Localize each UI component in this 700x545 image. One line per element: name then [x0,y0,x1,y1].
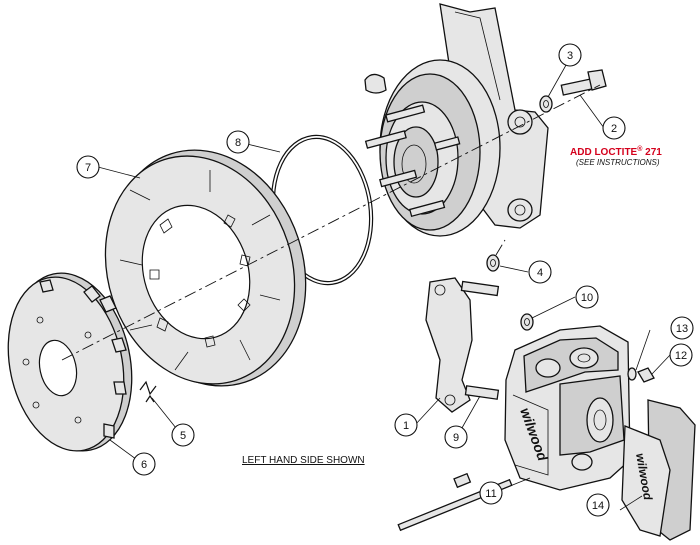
callout-4: 4 [528,260,552,284]
leader-lines [97,57,671,511]
svg-text:1: 1 [403,420,409,432]
callout-8: 8 [226,130,250,154]
svg-text:13: 13 [676,323,688,335]
svg-text:12: 12 [675,350,687,362]
pad-pin-nut [627,367,655,383]
callout-9: 9 [444,425,468,449]
callout-11: 11 [479,481,503,505]
note-sub: (SEE INSTRUCTIONS) [576,158,660,167]
svg-text:5: 5 [180,430,186,442]
shim-upper [486,254,500,272]
shim-lower [520,313,534,331]
callout-2: 2 [602,116,626,140]
callout-3: 3 [558,43,582,67]
svg-text:2: 2 [611,123,617,135]
bracket-bolt-upper [460,280,500,297]
callout-5: 5 [171,423,195,447]
brake-pads: wilwood [621,399,696,541]
svg-text:9: 9 [453,432,459,444]
rotor-hat [7,272,133,452]
callout-13: 13 [670,316,694,340]
svg-text:ADD LOCTITE® 271: ADD LOCTITE® 271 [570,145,662,158]
rotor [104,149,307,387]
svg-text:3: 3 [567,50,573,62]
retaining-clip [139,380,157,403]
svg-text:10: 10 [581,292,593,304]
caliper-bolt [560,69,607,96]
loctite-note: ADD LOCTITE® 271 (SEE INSTRUCTIONS) [570,145,662,167]
svg-text:11: 11 [485,488,496,500]
spindle-hub-assembly [364,3,549,237]
callout-10: 10 [575,285,599,309]
mounting-bracket [425,277,473,413]
svg-text:6: 6 [141,459,147,471]
svg-text:4: 4 [537,267,543,279]
svg-text:7: 7 [85,162,91,174]
washer [539,95,553,113]
note-main: ADD LOCTITE [570,147,638,158]
callout-1: 1 [394,413,418,437]
callout-7: 7 [76,155,100,179]
diagram-caption: LEFT HAND SIDE SHOWN [242,455,365,466]
caliper: wilwood [504,325,631,491]
center-axis [61,84,601,361]
note-num: 271 [642,147,662,158]
callout-12: 12 [669,343,693,367]
svg-text:14: 14 [592,500,604,512]
bracket-bolt-lower [464,385,500,400]
callout-14: 14 [586,493,610,517]
callout-6: 6 [132,452,156,476]
note-reg: ® [637,145,643,153]
svg-text:8: 8 [235,137,241,149]
